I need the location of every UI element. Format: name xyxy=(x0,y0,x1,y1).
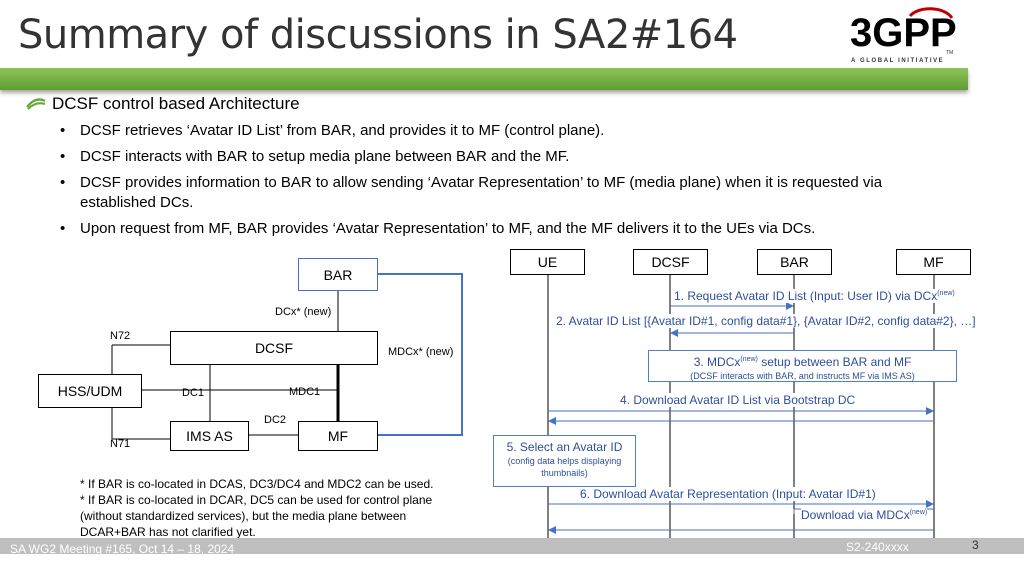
msg-7-text: Download via MDCx xyxy=(801,508,910,522)
seq-head-ue: UE xyxy=(510,249,585,275)
mdc1-label: MDC1 xyxy=(289,386,321,398)
msg-4: 4. Download Avatar ID List via Bootstrap… xyxy=(620,393,856,407)
footer-doc-number: S2-240xxxx xyxy=(846,540,909,554)
ims-as-node: IMS AS xyxy=(170,421,249,451)
bullet-item: DCSF provides information to BAR to allo… xyxy=(60,173,960,213)
msg-3-title: 3. MDCx(new) setup between BAR and MF xyxy=(649,352,956,370)
bullet-item: DCSF interacts with BAR to setup media p… xyxy=(60,147,960,167)
mf-node: MF xyxy=(298,421,378,451)
notes: * If BAR is co-located in DCAS, DC3/DC4 … xyxy=(80,476,470,540)
bar-node-label: BAR xyxy=(323,266,353,283)
hss-udm-node: HSS/UDM xyxy=(38,374,142,408)
logo-tm: TM xyxy=(946,50,953,56)
msg-6: 6. Download Avatar Representation (Input… xyxy=(580,487,876,501)
bullet-list: DCSF retrieves ‘Avatar ID List’ from BAR… xyxy=(60,121,960,245)
dcsf-node: DCSF xyxy=(170,331,378,365)
ims-as-node-label: IMS AS xyxy=(186,428,233,444)
msg-7: Download via MDCx(new) xyxy=(801,508,928,522)
msg-3-sub: (DCSF interacts with BAR, and instructs … xyxy=(690,371,915,381)
mdcx-label: MDCx* (new) xyxy=(388,346,454,358)
msg-3-sup: (new) xyxy=(740,356,758,363)
main-bullet: DCSF control based Architecture xyxy=(26,94,300,114)
logo-3g: 3GPP xyxy=(850,11,957,55)
seq-head-bar: BAR xyxy=(757,249,832,275)
footer-meeting: SA WG2 Meeting #165, Oct 14 – 18, 2024 xyxy=(10,542,235,556)
msg-3-part-b: setup between BAR and MF xyxy=(757,355,912,369)
msg-5-sub: (config data helps displaying thumbnails… xyxy=(507,456,622,478)
msg-2: 2. Avatar ID List [{Avatar ID#1, config … xyxy=(556,314,976,328)
bullet-item: Upon request from MF, BAR provides ‘Avat… xyxy=(60,219,960,239)
hss-udm-node-label: HSS/UDM xyxy=(57,383,123,399)
logo-subtitle: A GLOBAL INITIATIVE xyxy=(851,58,945,64)
3gpp-logo: 3GPP TM xyxy=(848,4,960,68)
dcsf-node-label: DCSF xyxy=(254,340,294,356)
footer-bar xyxy=(0,538,1024,554)
title-divider-bar xyxy=(0,68,968,90)
main-bullet-text: DCSF control based Architecture xyxy=(52,94,300,113)
n72-label: N72 xyxy=(110,330,131,342)
dc1-label: DC1 xyxy=(182,387,205,399)
msg-7-sup: (new) xyxy=(909,509,928,516)
dcx-label: DCx* (new) xyxy=(275,306,332,318)
seq-head-mf: MF xyxy=(896,249,971,275)
mf-node-label: MF xyxy=(327,428,349,444)
msg-1-text: 1. Request Avatar ID List (Input: User I… xyxy=(674,289,938,303)
msg-1-sup: (new) xyxy=(937,290,955,297)
leaf-bullet-icon xyxy=(26,98,46,110)
bar-node: BAR xyxy=(298,258,378,291)
msg-5-box: 5. Select an Avatar ID (config data help… xyxy=(493,435,636,487)
msg-3-box: 3. MDCx(new) setup between BAR and MF (D… xyxy=(648,350,957,382)
bullet-item: DCSF retrieves ‘Avatar ID List’ from BAR… xyxy=(60,121,960,141)
seq-head-dcsf: DCSF xyxy=(633,249,708,275)
msg-3-part-a: 3. MDCx xyxy=(693,355,741,369)
dc2-label: DC2 xyxy=(264,414,287,426)
msg-5-title: 5. Select an Avatar ID xyxy=(506,440,623,454)
n71-label: N71 xyxy=(110,438,131,450)
msg-1: 1. Request Avatar ID List (Input: User I… xyxy=(674,289,955,303)
page-number: 3 xyxy=(972,538,979,552)
note-2: * If BAR is co-located in DCAR, DC5 can … xyxy=(80,493,433,539)
note-1: * If BAR is co-located in DCAS, DC3/DC4 … xyxy=(80,477,434,491)
page-title: Summary of discussions in SA2#164 xyxy=(18,12,738,58)
